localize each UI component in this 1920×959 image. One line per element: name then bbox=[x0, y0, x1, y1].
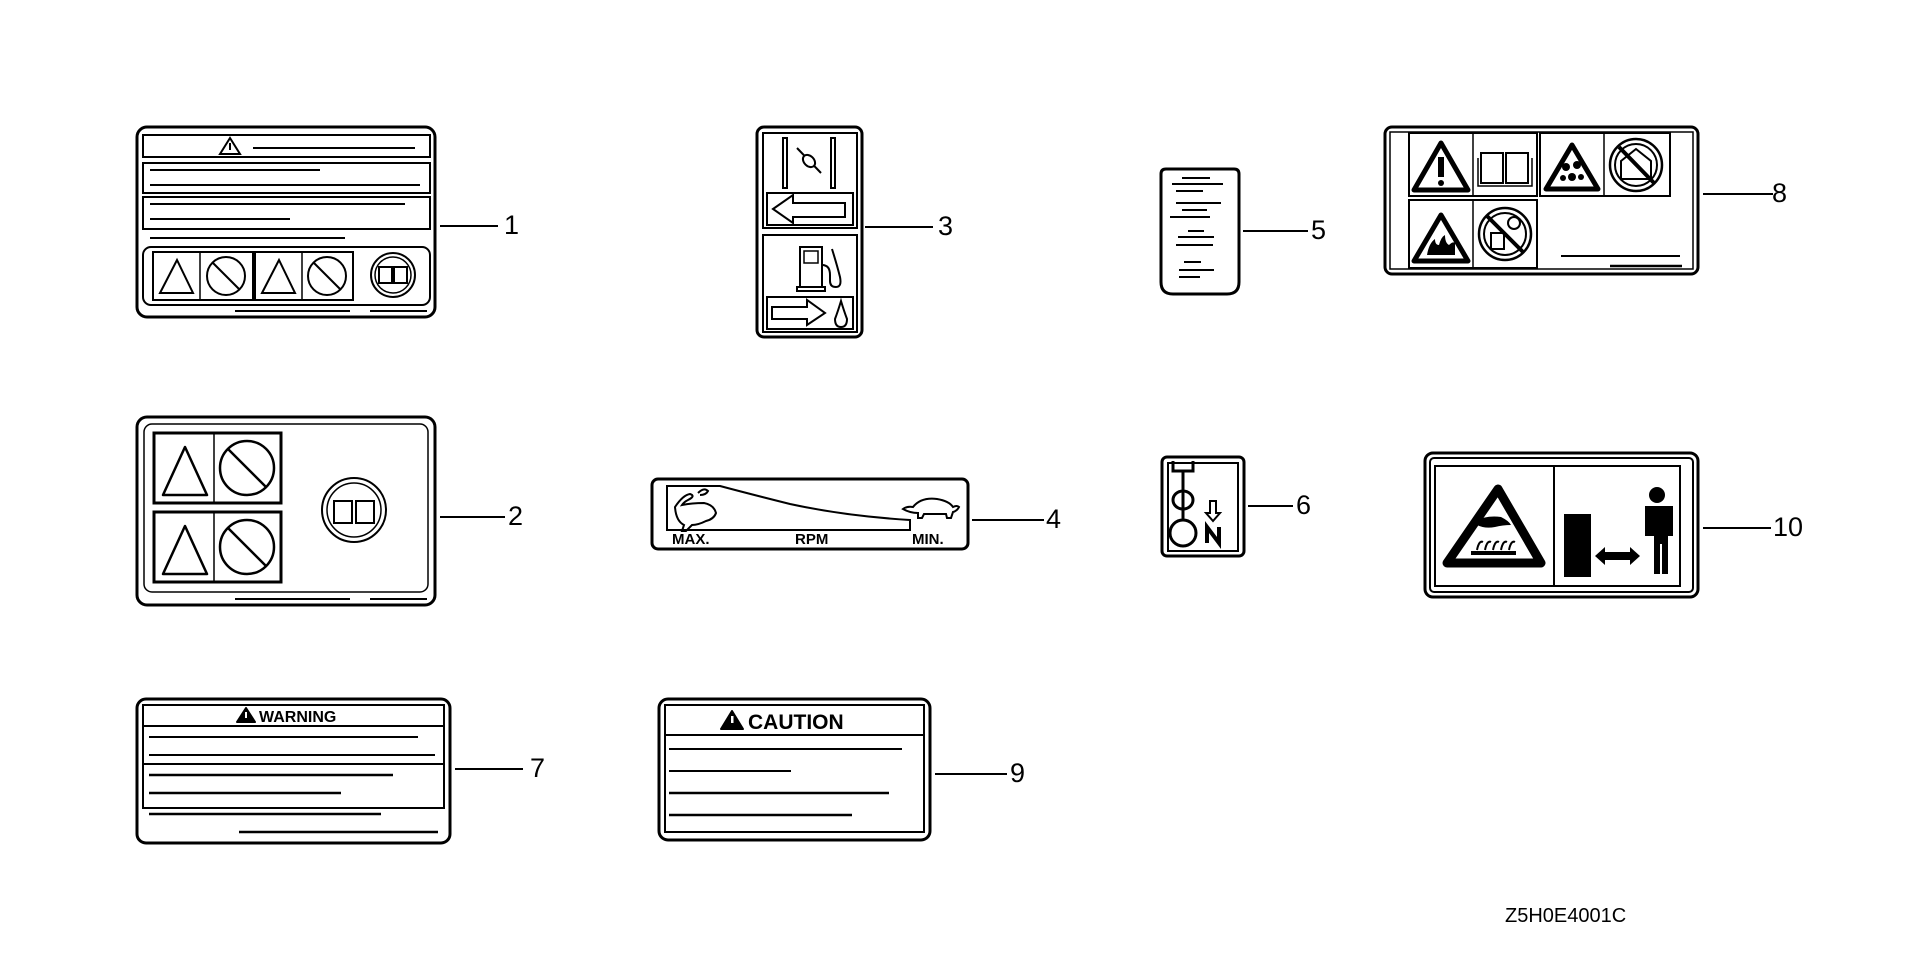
label-part-5[interactable] bbox=[1157, 166, 1243, 298]
max-label: MAX. bbox=[672, 531, 710, 548]
label-9-drawing: CAUTION bbox=[657, 697, 932, 842]
manual-book-icon bbox=[321, 477, 387, 543]
label-part-10[interactable] bbox=[1423, 451, 1703, 601]
label-part-4[interactable]: MAX. RPM MIN. bbox=[650, 477, 972, 552]
leader-line-6 bbox=[1248, 505, 1293, 507]
warning-triangle-icon bbox=[260, 257, 297, 294]
callout-number-5[interactable]: 5 bbox=[1311, 215, 1327, 245]
diagram-code: Z5H0E4001C bbox=[1505, 905, 1627, 927]
label-part-3[interactable] bbox=[755, 125, 865, 340]
leader-line-7 bbox=[455, 768, 523, 770]
warning-exclamation-icon bbox=[1411, 140, 1471, 193]
arrow-left-icon bbox=[771, 193, 846, 225]
callout-number-1[interactable]: 1 bbox=[504, 210, 520, 240]
min-label: MIN. bbox=[912, 531, 944, 548]
arrow-down-icon bbox=[1203, 500, 1223, 523]
label-2-drawing bbox=[135, 415, 437, 607]
label-part-6[interactable] bbox=[1160, 455, 1248, 559]
label-1-drawing bbox=[135, 125, 437, 319]
leader-line-9 bbox=[935, 773, 1007, 775]
leader-line-4 bbox=[972, 519, 1044, 521]
callout-number-10[interactable]: 10 bbox=[1773, 512, 1804, 542]
callout-number-2[interactable]: 2 bbox=[508, 501, 524, 531]
prohibition-icon bbox=[206, 256, 246, 296]
fire-hazard-icon bbox=[1411, 212, 1471, 264]
callout-number-3[interactable]: 3 bbox=[938, 211, 954, 241]
label-6-drawing bbox=[1160, 455, 1246, 558]
label-4-drawing: MAX. RPM MIN. bbox=[650, 477, 970, 551]
label-part-9[interactable]: CAUTION bbox=[657, 697, 935, 845]
callout-number-7[interactable]: 7 bbox=[530, 753, 546, 783]
callout-number-4[interactable]: 4 bbox=[1046, 504, 1062, 534]
warning-triangle-icon bbox=[218, 136, 242, 155]
toxic-fumes-icon bbox=[1543, 142, 1601, 192]
prohibition-icon bbox=[218, 518, 276, 576]
label-3-drawing bbox=[755, 125, 864, 339]
fuel-drop-icon bbox=[833, 297, 849, 329]
label-7-drawing: WARNING bbox=[135, 697, 452, 845]
label-part-2[interactable] bbox=[135, 415, 440, 610]
fuel-pump-icon bbox=[796, 246, 842, 292]
callout-number-8[interactable]: 8 bbox=[1772, 178, 1788, 208]
turtle-icon bbox=[901, 497, 961, 519]
leader-line-2 bbox=[440, 516, 505, 518]
leader-line-10 bbox=[1703, 527, 1771, 529]
leader-line-1 bbox=[440, 225, 498, 227]
manual-book-icon bbox=[1477, 152, 1533, 187]
no-indoor-use-icon bbox=[1608, 137, 1664, 193]
rabbit-icon bbox=[673, 488, 718, 532]
choke-lever-icon bbox=[782, 137, 836, 189]
n-mark-icon bbox=[1205, 521, 1221, 549]
recoil-handle-icon bbox=[1168, 461, 1198, 548]
manual-book-icon bbox=[370, 252, 416, 298]
label-part-7[interactable]: WARNING bbox=[135, 697, 455, 847]
leader-line-5 bbox=[1243, 230, 1308, 232]
warning-header: WARNING bbox=[259, 709, 336, 726]
label-part-8[interactable] bbox=[1383, 125, 1703, 277]
warning-triangle-icon bbox=[236, 707, 256, 723]
warning-triangle-icon bbox=[720, 710, 744, 730]
prohibition-icon bbox=[218, 439, 276, 497]
label-part-1[interactable] bbox=[135, 125, 440, 320]
callout-number-6[interactable]: 6 bbox=[1296, 490, 1312, 520]
caution-header: CAUTION bbox=[748, 711, 844, 734]
warning-triangle-icon bbox=[158, 257, 195, 294]
leader-line-8 bbox=[1703, 193, 1773, 195]
person-icon bbox=[1641, 487, 1673, 574]
label-10-drawing bbox=[1423, 451, 1700, 599]
rpm-label: RPM bbox=[795, 531, 828, 548]
warning-triangle-icon bbox=[161, 445, 209, 497]
callout-number-9[interactable]: 9 bbox=[1010, 758, 1026, 788]
label-8-drawing bbox=[1383, 125, 1700, 276]
warning-triangle-icon bbox=[161, 524, 209, 576]
arrow-right-icon bbox=[771, 298, 827, 327]
prohibition-icon bbox=[307, 256, 347, 296]
keep-distance-arrow-icon bbox=[1564, 514, 1640, 577]
label-5-drawing bbox=[1159, 167, 1241, 296]
hot-surface-icon bbox=[1442, 484, 1546, 568]
no-refuel-running-icon bbox=[1477, 206, 1533, 262]
leader-line-3 bbox=[865, 226, 933, 228]
